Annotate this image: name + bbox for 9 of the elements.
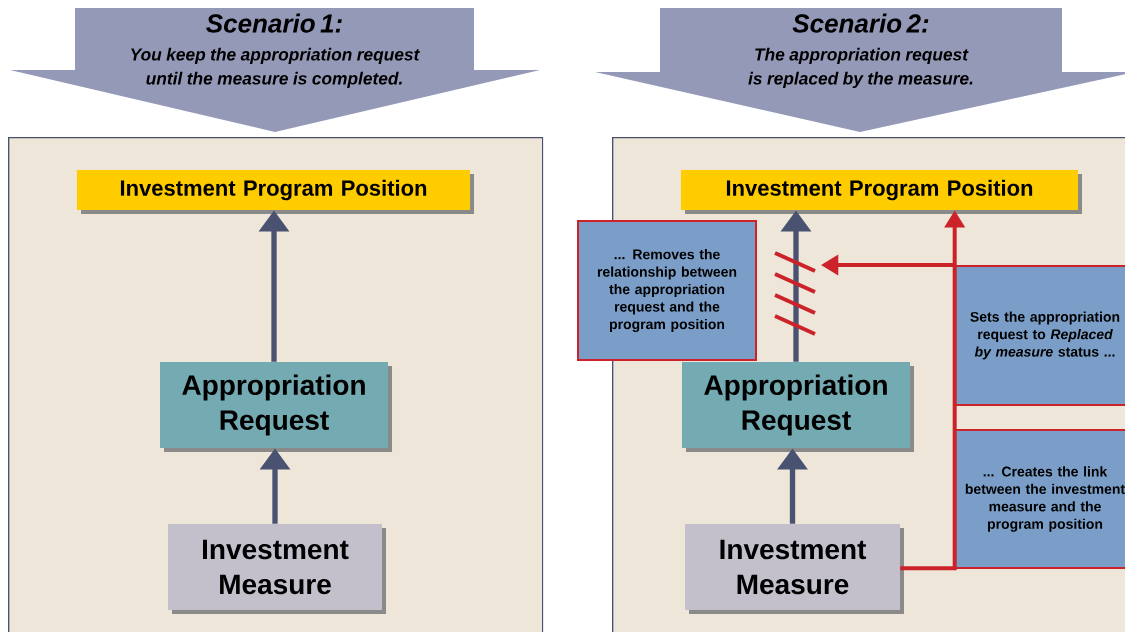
note-box: ... Creates the link between the investment measure and the program position xyxy=(954,429,1125,569)
process-box: Investment Measure xyxy=(685,524,904,614)
process-box: Investment Program Position xyxy=(680,170,1082,214)
process-box: Investment Program Position xyxy=(76,170,474,214)
process-box: Appropriation Request xyxy=(682,362,914,452)
process-box: Investment Measure xyxy=(168,524,386,614)
note-box: Sets the appropriation request to Replaced by measure status ... xyxy=(954,265,1125,406)
process-box: Appropriation Request xyxy=(160,362,392,452)
note-box: ... Removes the relationship between the appropriation request and the program position xyxy=(577,220,757,361)
